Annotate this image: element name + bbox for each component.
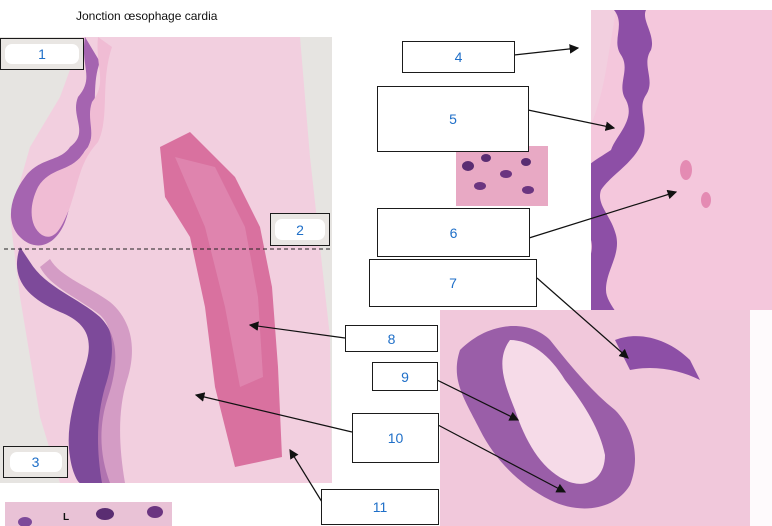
- label-box-7[interactable]: 7: [369, 259, 537, 307]
- label-1: 1: [5, 44, 79, 64]
- arrow-5: [527, 109, 616, 131]
- right-lower-histology-panel: [440, 310, 772, 526]
- inset-letter: L: [63, 512, 70, 523]
- right-upper-histology-panel: [556, 10, 772, 346]
- arrow-11: [289, 448, 323, 503]
- label-box-11[interactable]: 11: [321, 489, 439, 525]
- label-box-1[interactable]: 1: [0, 38, 84, 70]
- right-lower-tissue-drawing: [440, 310, 772, 526]
- label-box-9[interactable]: 9: [372, 362, 438, 391]
- label-box-5[interactable]: 5: [377, 86, 529, 152]
- arrow-7: [536, 277, 629, 359]
- label-2: 2: [275, 219, 325, 240]
- left-tissue-drawing: [4, 37, 332, 483]
- left-histology-panel: [0, 37, 332, 483]
- label-box-3[interactable]: 3: [3, 446, 68, 478]
- label-box-2[interactable]: 2: [270, 213, 330, 246]
- label-box-4[interactable]: 4: [402, 41, 515, 73]
- arrow-8: [248, 321, 346, 339]
- label-box-8[interactable]: 8: [345, 325, 438, 352]
- arrow-4: [513, 44, 580, 56]
- arrow-9: [436, 379, 520, 421]
- label-box-10[interactable]: 10: [352, 413, 439, 463]
- arrow-6: [528, 189, 678, 239]
- arrow-10b: [437, 424, 567, 493]
- figure-title: Jonction œsophage cardia: [76, 9, 218, 23]
- inset-bottom-left: L: [5, 502, 172, 526]
- label-box-6[interactable]: 6: [377, 208, 530, 257]
- inset-cell-detail: [456, 146, 548, 206]
- arrow-10a: [194, 392, 353, 433]
- right-upper-tissue-drawing: [556, 10, 772, 346]
- label-3: 3: [9, 452, 62, 472]
